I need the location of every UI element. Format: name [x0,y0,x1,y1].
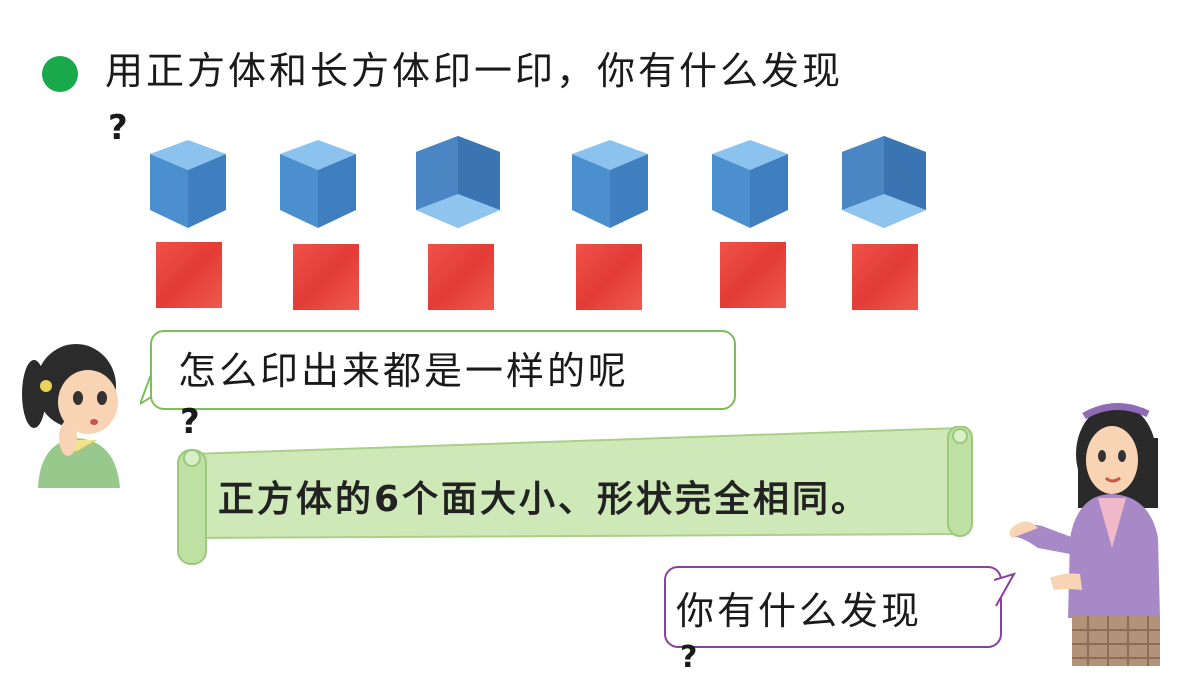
print-3 [428,244,494,310]
scroll-banner [177,426,973,565]
page-title: 用正方体和长方体印一印，你有什么发现 [105,49,844,93]
speech-bubble-teacher-question: ? [680,640,698,675]
print-6 [852,244,918,310]
cube-1 [150,140,226,228]
cube-6 [842,136,926,228]
cube-2 [280,140,356,228]
green-dot-icon [42,56,78,92]
cube-3 [416,136,500,228]
speech-bubble-teacher [664,566,1002,648]
bubble-teacher-tail [994,572,1016,607]
cube-5 [712,140,788,228]
speech-bubble-girl [150,330,736,410]
print-4 [576,244,642,310]
scroll-banner-text: 正方体的6个面大小、形状完全相同。 [218,479,871,520]
cube-4 [572,140,648,228]
teacher-illustration [1009,402,1160,666]
cubes-and-prints [150,136,926,310]
print-2 [293,244,359,310]
speech-bubble-teacher-text: 你有什么发现 [676,589,923,633]
print-5 [720,242,786,308]
speech-bubble-girl-question: ? [180,402,200,442]
title-question-mark: ? [108,108,128,148]
speech-bubble-girl-text: 怎么印出来都是一样的呢 [178,349,630,393]
print-1 [156,242,222,308]
girl-illustration [22,344,120,488]
